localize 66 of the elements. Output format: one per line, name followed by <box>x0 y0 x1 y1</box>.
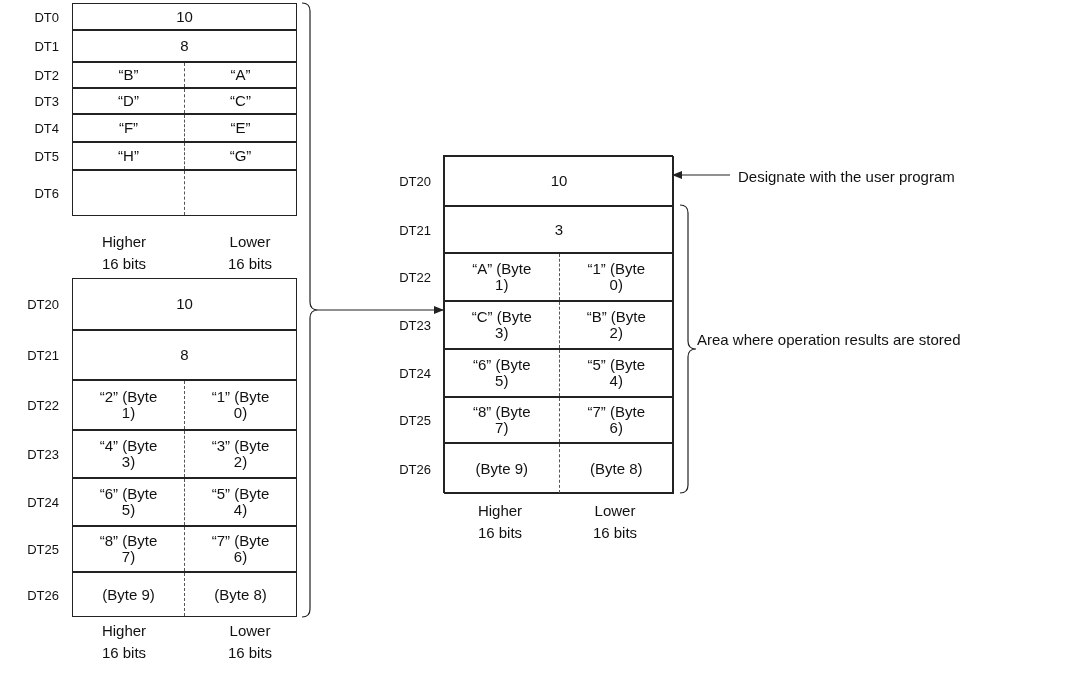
register-label: DT22 <box>27 397 59 413</box>
register-label: DT20 <box>27 296 59 312</box>
cell-value: “2” (Byte 1) <box>98 389 159 421</box>
register-label: DT22 <box>399 269 431 285</box>
register-label: DT20 <box>399 173 431 189</box>
cell-value: “7” (Byte 6) <box>586 404 646 436</box>
cell-value: 8 <box>180 347 189 363</box>
cell-value: “A” <box>230 67 251 83</box>
cell-value: “5” (Byte 4) <box>210 486 271 518</box>
cell-value: 3 <box>554 221 564 238</box>
arrow <box>672 171 731 179</box>
cell-value: “6” (Byte 5) <box>472 357 532 389</box>
register-label: DT24 <box>399 365 431 381</box>
cell-value: “3” (Byte 2) <box>210 438 271 470</box>
cell-value: “E” <box>230 120 251 136</box>
register-label: DT23 <box>27 446 59 462</box>
register-label: DT26 <box>399 461 431 476</box>
register-label: DT24 <box>27 494 59 510</box>
register-label: DT5 <box>34 148 59 164</box>
cell-value: “B” <box>118 67 139 83</box>
caption-text: Area where operation results are stored <box>697 330 961 350</box>
cell-value: “H” <box>118 148 139 164</box>
cell-value: (Byte 9) <box>475 460 528 477</box>
register-label: DT0 <box>34 9 59 24</box>
register-label: DT21 <box>399 222 431 237</box>
cell-value: “5” (Byte 4) <box>586 357 646 389</box>
cell-value: “7” (Byte 6) <box>210 533 271 565</box>
cell-value: “C” (Byte 3) <box>470 309 533 341</box>
register-label: DT25 <box>399 412 431 428</box>
cell-value: “D” <box>118 93 139 109</box>
register-label: DT26 <box>27 587 59 602</box>
cell-value: “6” (Byte 5) <box>98 486 159 518</box>
cell-value: (Byte 8) <box>214 586 267 603</box>
register-label: DT2 <box>34 67 59 83</box>
cell-value: (Byte 9) <box>102 586 155 603</box>
register-label: DT4 <box>34 120 59 136</box>
register-label: DT3 <box>34 93 59 109</box>
cell-value: “G” <box>229 148 252 164</box>
cell-value: “1” (Byte 0) <box>586 261 646 293</box>
cell-value: “A” (Byte 1) <box>471 261 533 293</box>
caption-text: Higher 16 bits <box>100 621 148 663</box>
register-label: DT21 <box>27 347 59 363</box>
register-label: DT23 <box>399 317 431 333</box>
cell-value: “8” (Byte 7) <box>472 404 532 436</box>
cell-value: “F” <box>118 120 139 136</box>
caption-text: Higher 16 bits <box>476 501 524 543</box>
cell-value: “C” <box>230 93 251 109</box>
cell-value: “8” (Byte 7) <box>98 533 159 565</box>
cell-value: “4” (Byte 3) <box>98 438 159 470</box>
cell-value: “B” (Byte 2) <box>585 309 647 341</box>
caption-text: Lower 16 bits <box>226 621 274 663</box>
arrow <box>317 306 444 314</box>
cell-value: (Byte 8) <box>590 460 643 477</box>
cell-value: 10 <box>550 173 568 189</box>
cell-value: 8 <box>180 38 189 54</box>
cell-value: “1” (Byte 0) <box>210 389 271 421</box>
cell-value: 10 <box>176 8 193 25</box>
register-label: DT25 <box>27 541 59 557</box>
register-label: DT6 <box>34 185 59 201</box>
caption-text: Higher 16 bits <box>100 232 148 274</box>
register-label: DT1 <box>34 38 59 54</box>
curly-brace <box>301 2 319 618</box>
caption-text: Lower 16 bits <box>226 232 274 274</box>
caption-text: Lower 16 bits <box>591 501 639 543</box>
cell-value: 10 <box>176 296 193 312</box>
annotation-text: Designate with the user program <box>738 168 1078 192</box>
